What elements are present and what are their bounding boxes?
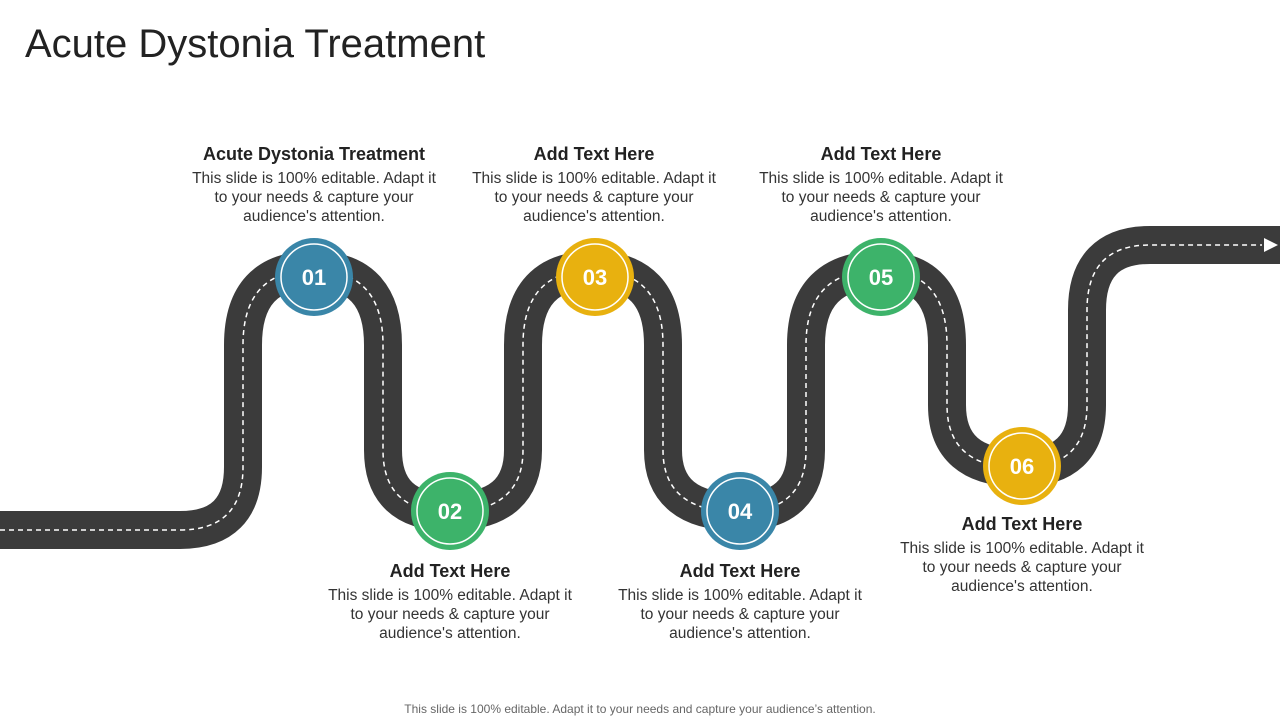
step-text-06: Add Text Here This slide is 100% editabl…: [892, 514, 1152, 596]
step-number: 03: [583, 265, 607, 290]
step-text-05: Add Text Here This slide is 100% editabl…: [751, 144, 1011, 226]
step-text-03: Add Text Here This slide is 100% editabl…: [464, 144, 724, 226]
step-description: This slide is 100% editable. Adapt it to…: [184, 169, 444, 226]
step-number: 06: [1010, 454, 1034, 479]
step-number: 05: [869, 265, 893, 290]
step-heading: Add Text Here: [751, 144, 1011, 165]
step-marker-03: 03: [556, 238, 634, 316]
step-heading: Add Text Here: [320, 561, 580, 582]
step-marker-01: 01: [275, 238, 353, 316]
step-number: 02: [438, 499, 462, 524]
step-text-01: Acute Dystonia Treatment This slide is 1…: [184, 144, 444, 226]
step-description: This slide is 100% editable. Adapt it to…: [892, 539, 1152, 596]
step-heading: Add Text Here: [464, 144, 724, 165]
step-description: This slide is 100% editable. Adapt it to…: [610, 586, 870, 643]
step-marker-05: 05: [842, 238, 920, 316]
step-text-02: Add Text Here This slide is 100% editabl…: [320, 561, 580, 643]
step-marker-02: 02: [411, 472, 489, 550]
step-text-04: Add Text Here This slide is 100% editabl…: [610, 561, 870, 643]
step-heading: Add Text Here: [610, 561, 870, 582]
step-number: 04: [728, 499, 753, 524]
step-marker-04: 04: [701, 472, 779, 550]
step-description: This slide is 100% editable. Adapt it to…: [320, 586, 580, 643]
step-heading: Add Text Here: [892, 514, 1152, 535]
step-description: This slide is 100% editable. Adapt it to…: [751, 169, 1011, 226]
footer-note: This slide is 100% editable. Adapt it to…: [0, 702, 1280, 716]
step-number: 01: [302, 265, 326, 290]
road-surface: [0, 245, 1280, 530]
step-marker-06: 06: [983, 427, 1061, 505]
step-description: This slide is 100% editable. Adapt it to…: [464, 169, 724, 226]
step-heading: Acute Dystonia Treatment: [184, 144, 444, 165]
